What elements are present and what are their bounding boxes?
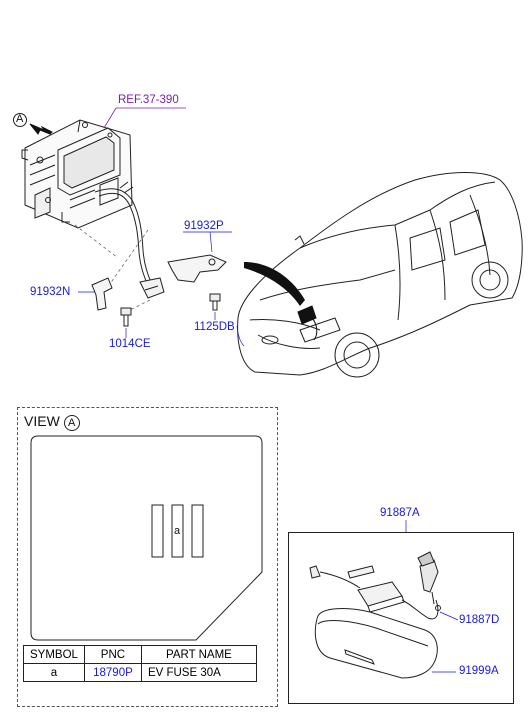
header-part-name: PART NAME <box>140 645 257 664</box>
cell-pnc: 18790P <box>83 663 142 682</box>
cell-symbol: a <box>23 663 85 682</box>
view-a-box <box>17 407 278 707</box>
header-pnc: PNC <box>83 645 142 664</box>
fuse-slot-right <box>191 504 204 558</box>
label-1014ce: 1014CE <box>109 338 151 350</box>
view-title-text: VIEW <box>24 413 60 429</box>
bracket-91932p <box>167 254 227 283</box>
symbol-table: SYMBOL PNC PART NAME a 18790P EV FUSE 30… <box>23 645 257 682</box>
ref-label: REF.37-390 <box>118 94 179 106</box>
label-91932n: 91932N <box>30 286 71 298</box>
storage-bag <box>314 608 438 679</box>
header-symbol: SYMBOL <box>23 645 85 664</box>
charging-kit-box <box>288 532 514 704</box>
location-pointer <box>244 262 305 306</box>
view-marker: A <box>63 415 80 431</box>
table-header-row: SYMBOL PNC PART NAME <box>23 645 257 664</box>
bracket-91932n <box>91 277 113 311</box>
bolt-1014ce <box>120 307 132 327</box>
car-charger-location <box>297 305 318 341</box>
callout-a-letter: A <box>16 113 24 125</box>
view-panel-outline <box>30 435 263 641</box>
wire-harness <box>94 181 165 299</box>
portable-charger <box>309 551 439 620</box>
charger-unit <box>21 119 133 229</box>
label-91999a: 91999A <box>459 665 499 677</box>
view-title: VIEW A <box>24 413 80 431</box>
fuse-symbol-label: a <box>174 525 181 537</box>
bolt-1125db <box>209 293 221 311</box>
fuse-slot-center <box>171 504 184 558</box>
label-91932p: 91932P <box>184 220 224 232</box>
label-91887d: 91887D <box>459 614 500 626</box>
view-a-arrow <box>29 123 53 135</box>
car-illustration <box>237 172 523 378</box>
label-1125db: 1125DB <box>194 321 235 333</box>
fuse-slot-left <box>151 504 164 558</box>
label-91887a: 91887A <box>380 507 420 519</box>
cell-part-name: EV FUSE 30A <box>140 663 257 682</box>
table-row: a 18790P EV FUSE 30A <box>23 663 257 682</box>
